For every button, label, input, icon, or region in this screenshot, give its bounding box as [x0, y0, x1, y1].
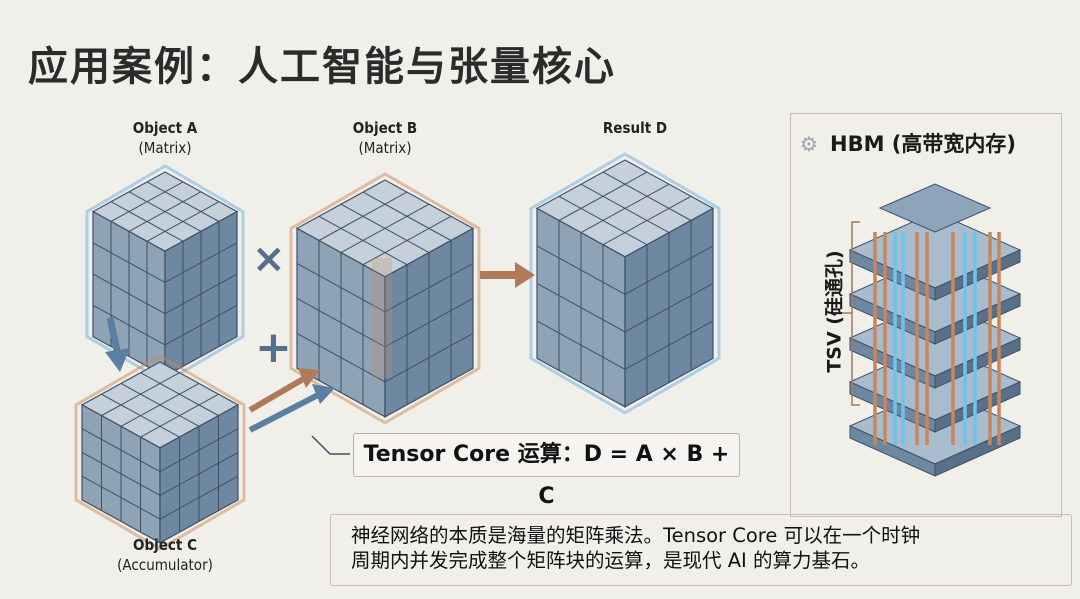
object-a-name: Object A	[132, 119, 198, 137]
object-c-name: Object C	[132, 536, 197, 554]
arrow-c-to-b-2-head	[312, 384, 335, 404]
formula-pointer	[311, 435, 350, 455]
note-line-1: 神经网络的本质是海量的矩阵乘法。Tensor Core 可以在一个时钟	[351, 524, 921, 547]
result-d-label: Result D	[586, 118, 685, 138]
arrow-c-to-b-1-head	[298, 368, 320, 388]
object-b-sub: (Matrix)	[358, 139, 412, 157]
object-b-label: Object B (Matrix)	[336, 118, 435, 158]
gear-icon: ⚙	[800, 132, 818, 156]
hbm-panel	[790, 113, 1062, 517]
hbm-die	[878, 183, 992, 233]
result-d-name: Result D	[602, 119, 668, 137]
arrow-c-to-b-1	[248, 375, 307, 413]
object-c-cube-glow	[74, 354, 246, 551]
note-line-2: 周期内并发完成整个矩阵块的运算，是现代 AI 的算力基石。	[351, 549, 870, 572]
object-b-name: Object B	[352, 119, 418, 137]
arrow-a-to-c-head	[105, 348, 130, 372]
arrow-to-result-head	[515, 262, 535, 288]
object-c-label: Object C (Accumulator)	[107, 535, 224, 575]
object-c-sub: (Accumulator)	[117, 556, 213, 574]
tsv-bracket	[842, 221, 860, 406]
formula-box: Tensor Core 运算：D = A × B + C	[353, 433, 740, 509]
arrow-c-to-b-2	[248, 392, 320, 433]
highlight-column	[372, 258, 392, 378]
tsv-label: TSV (硅通孔)	[823, 250, 846, 373]
result-d-cube-glow	[529, 152, 721, 415]
object-b-cube-glow	[289, 172, 481, 425]
hbm-title: HBM (高带宽内存)	[830, 132, 1016, 156]
object-a-cube-glow	[85, 164, 245, 384]
plus-operator: +	[255, 322, 292, 373]
object-a-sub: (Matrix)	[138, 139, 192, 157]
multiply-operator: ×	[252, 236, 286, 282]
note-box: 神经网络的本质是海量的矩阵乘法。Tensor Core 可以在一个时钟周期内并发…	[330, 514, 1072, 586]
page-title: 应用案例：人工智能与张量核心	[28, 44, 616, 90]
object-a-label: Object A (Matrix)	[116, 118, 215, 158]
